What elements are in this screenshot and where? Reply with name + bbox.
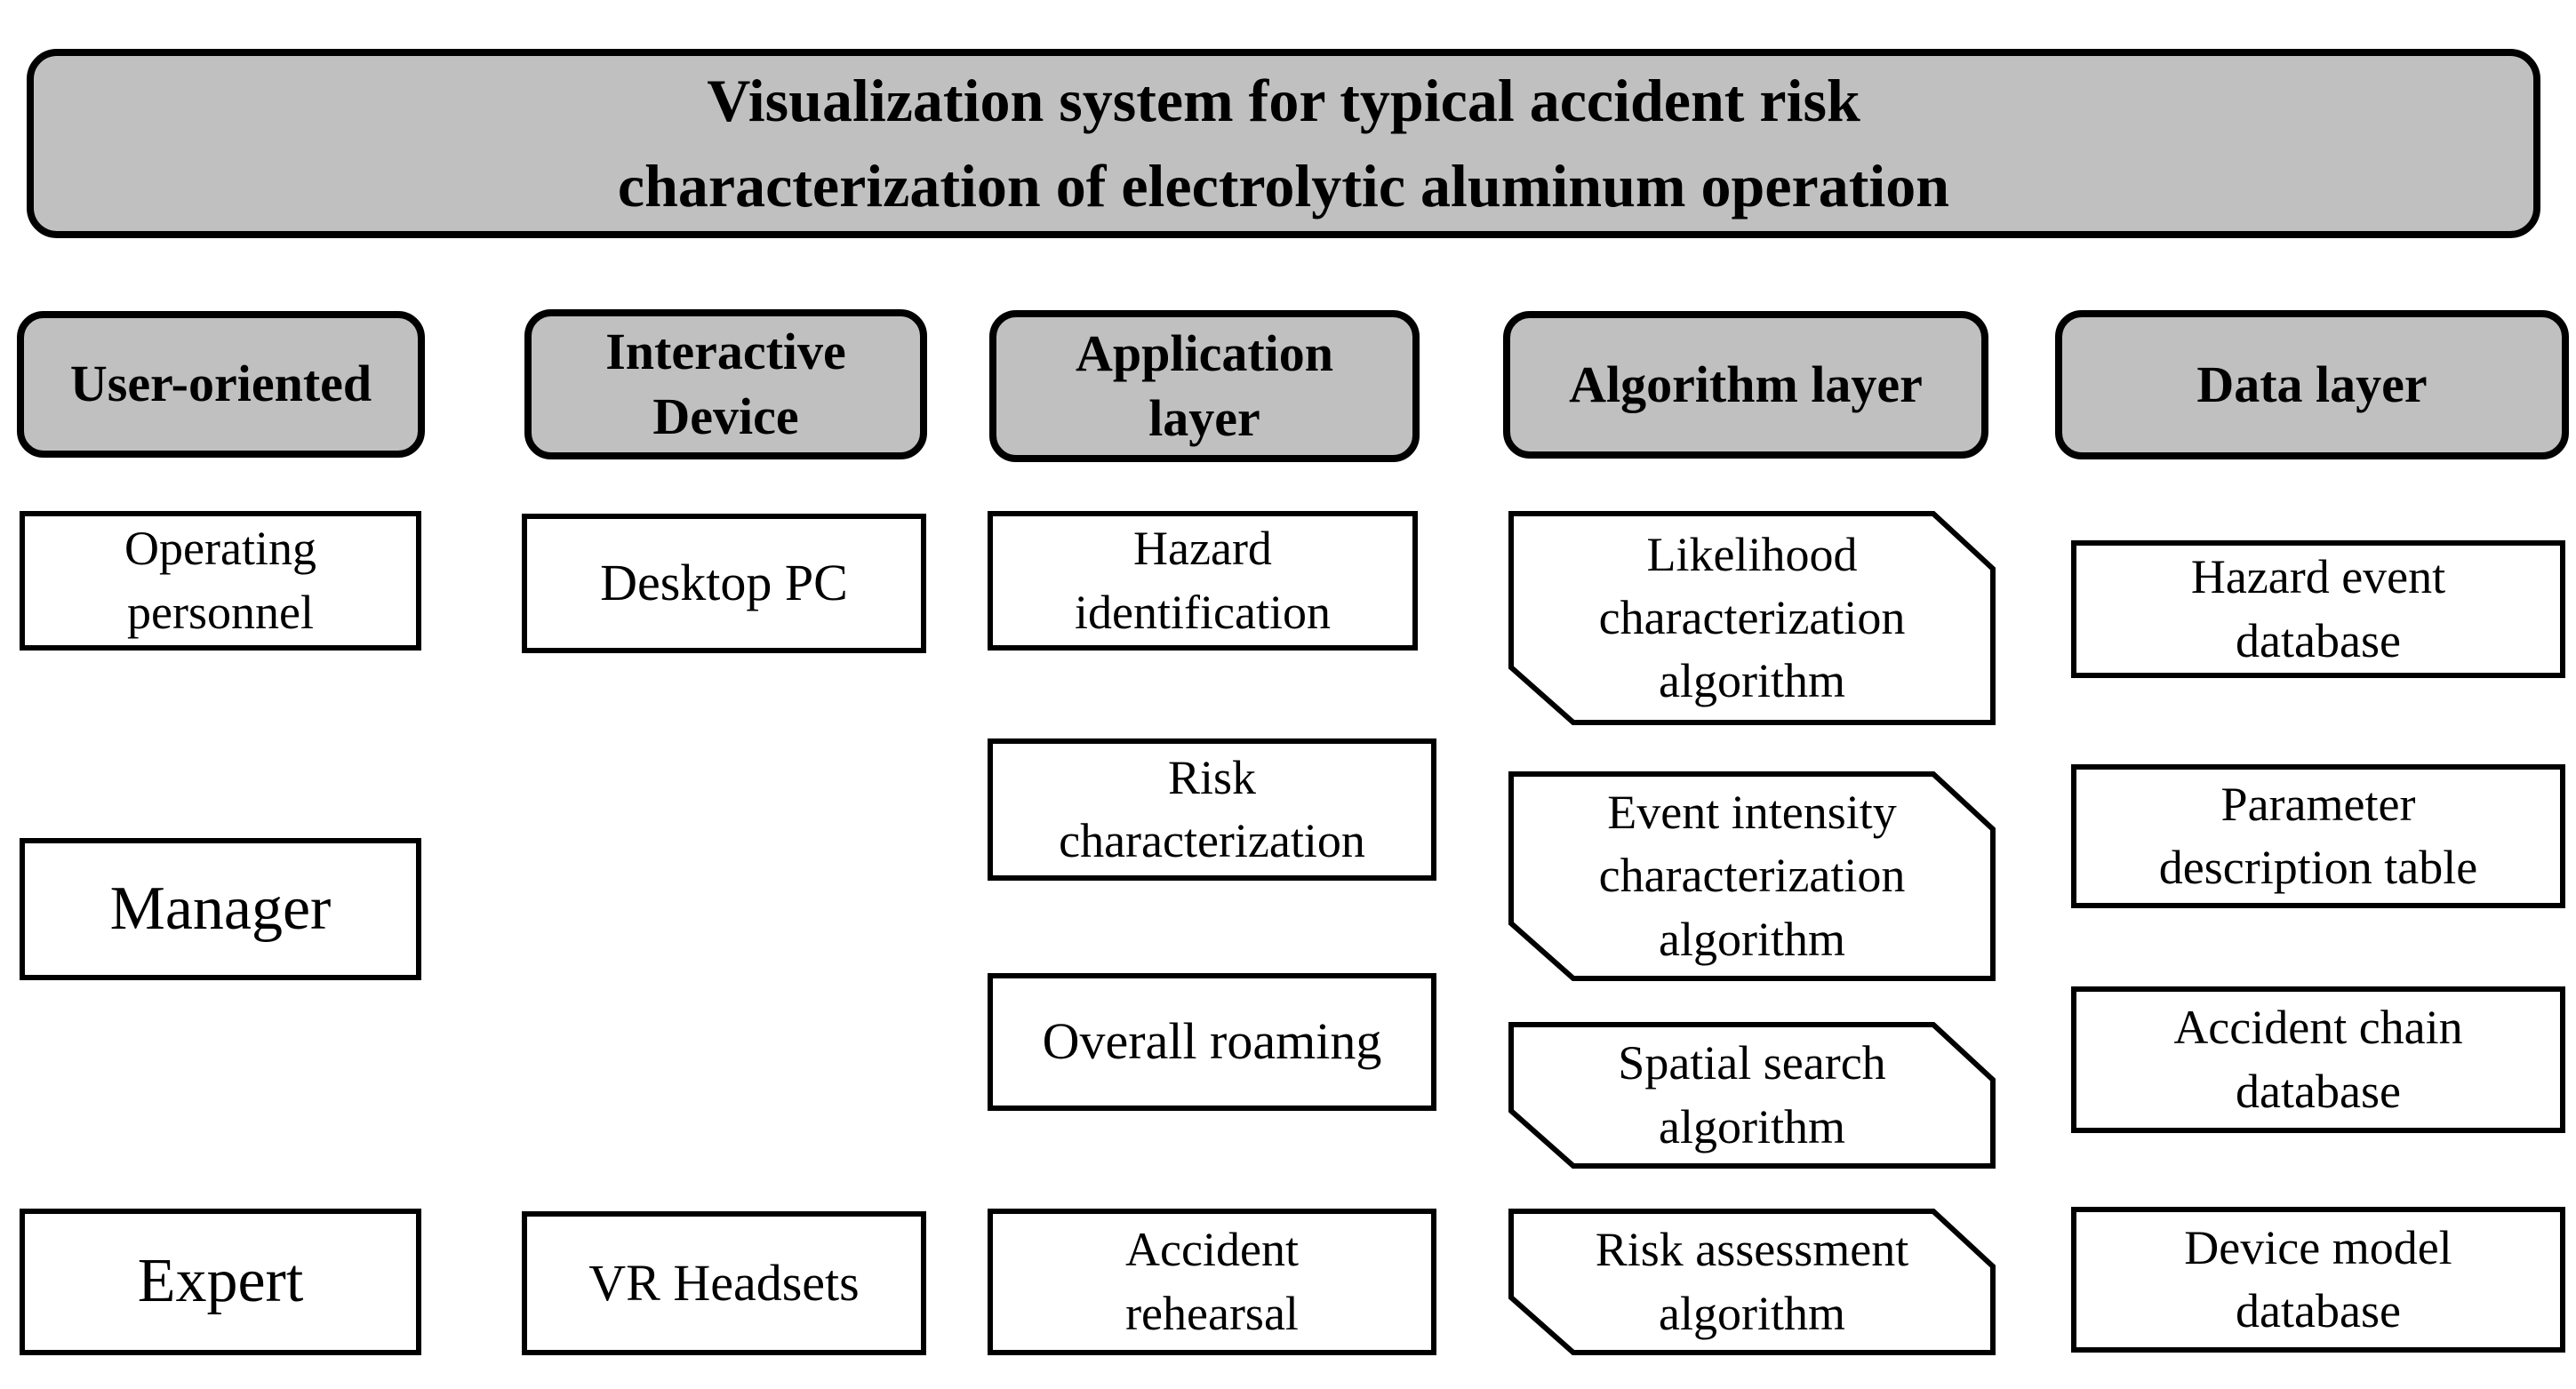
box-label: Risk assessment algorithm	[1595, 1223, 1909, 1340]
box-accident-rehearsal: Accident rehearsal	[988, 1209, 1436, 1355]
box-risk-assessment-algorithm: Risk assessment algorithm	[1508, 1209, 1996, 1355]
box-label: Event intensity characterization algorit…	[1598, 786, 1906, 966]
column-header-application-layer: Application layer	[989, 310, 1420, 462]
box-hazard-identification: Hazard identification	[988, 511, 1418, 651]
box-risk-characterization: Risk characterization	[988, 738, 1436, 881]
box-likelihood-characterization-algorithm: Likelihood characterization algorithm	[1508, 511, 1996, 725]
box-device-model-database: Device model database	[2071, 1207, 2565, 1353]
box-accident-chain-database: Accident chain database	[2071, 986, 2565, 1133]
diagram-title: Visualization system for typical acciden…	[27, 49, 2540, 238]
box-label: Likelihood characterization algorithm	[1598, 527, 1906, 708]
column-header-interactive-device: Interactive Device	[524, 309, 927, 459]
box-expert: Expert	[20, 1209, 421, 1355]
box-operating-personnel: Operating personnel	[20, 511, 421, 651]
notched-shape	[1508, 511, 1996, 725]
box-label: Spatial search algorithm	[1618, 1036, 1886, 1154]
box-hazard-event-database: Hazard event database	[2071, 540, 2565, 678]
column-header-user-oriented: User-oriented	[17, 311, 425, 458]
column-header-data-layer: Data layer	[2055, 310, 2569, 459]
box-overall-roaming: Overall roaming	[988, 973, 1436, 1111]
column-header-algorithm-layer: Algorithm layer	[1503, 311, 1988, 459]
box-manager: Manager	[20, 838, 421, 980]
notched-shape	[1508, 1209, 1996, 1355]
box-event-intensity-characterization-algorithm: Event intensity characterization algorit…	[1508, 771, 1996, 981]
box-desktop-pc: Desktop PC	[522, 514, 926, 653]
box-vr-headsets: VR Headsets	[522, 1211, 926, 1355]
notched-shape	[1508, 1022, 1996, 1169]
box-parameter-description-table: Parameter description table	[2071, 764, 2565, 908]
notched-shape	[1508, 771, 1996, 981]
box-spatial-search-algorithm: Spatial search algorithm	[1508, 1022, 1996, 1169]
